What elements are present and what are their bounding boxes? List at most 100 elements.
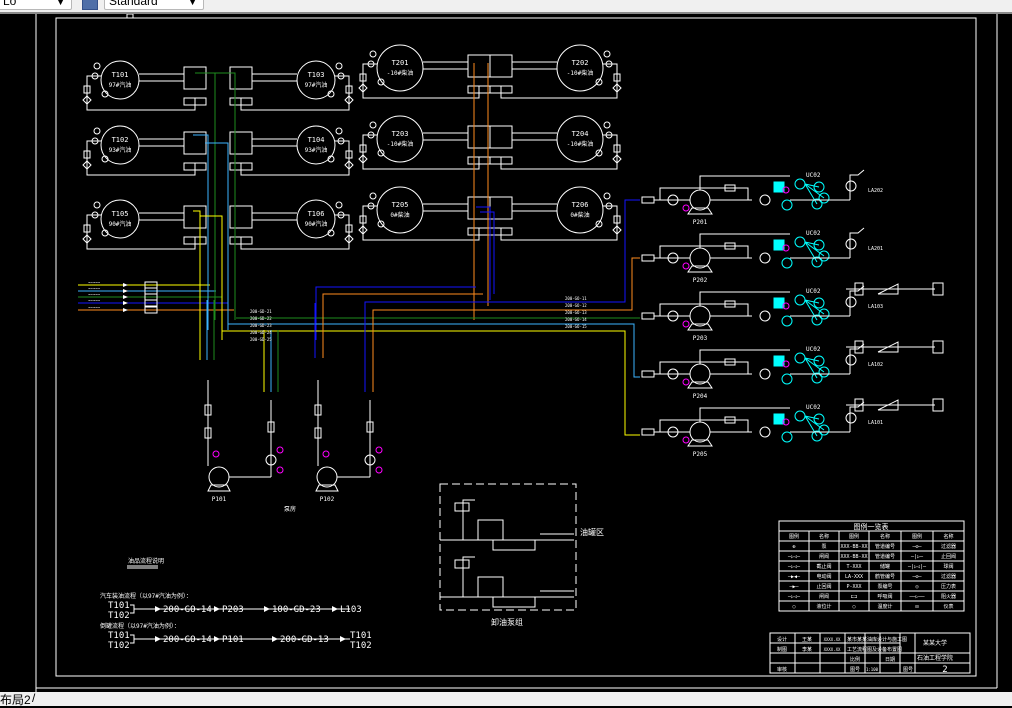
legend-cell: 电动阀 <box>816 573 831 580</box>
flow-controller-icon <box>794 410 806 422</box>
flow-meter-icon <box>773 413 785 425</box>
loading-arm-icon <box>845 354 857 366</box>
sheet-number: 2 <box>942 665 947 675</box>
valve-manifold <box>229 131 253 155</box>
pump-base-icon <box>687 381 713 389</box>
drawing-frame <box>55 17 977 677</box>
flow-controller-icon <box>794 352 806 364</box>
flow-arrow-icon <box>340 636 346 642</box>
text-style-icon[interactable] <box>82 0 98 10</box>
pressure-gauge-icon <box>782 244 790 252</box>
flow-arrow-icon <box>214 606 220 612</box>
legend-cell: T-XXX <box>846 564 861 570</box>
loading-arm-tag: LA102 <box>868 362 883 368</box>
legend-cell: 球阀 <box>943 563 953 570</box>
riser-93b <box>205 142 229 330</box>
tank-product: 90#汽油 <box>305 220 328 228</box>
line-number-label: 200-GD-24 <box>250 330 272 335</box>
flow-description: 油品流程说明汽车装油流程（以97#汽油为例）：T101T102200-GO-14… <box>100 557 372 651</box>
pressure-gauge-icon <box>682 204 690 212</box>
instrument-tag: UC02 <box>806 230 821 237</box>
bracket <box>130 604 135 614</box>
legend-header: 图例 <box>849 533 859 540</box>
legend-cell: 储罐 <box>880 563 890 570</box>
drain-valve-icon <box>82 234 92 244</box>
layer-dropdown[interactable]: Lo ▼ <box>0 0 72 10</box>
check-label: 审核 <box>777 666 787 673</box>
scale-value: 1:100 <box>866 667 879 672</box>
drain-valve-icon <box>344 95 354 105</box>
pump-id: P204 <box>693 393 708 400</box>
instrument-tag: UC02 <box>806 346 821 353</box>
designer-name: 王某 <box>802 637 812 643</box>
pump-id: P202 <box>693 277 708 284</box>
tank-id: T204 <box>572 130 589 138</box>
layer-dropdown-value: Lo <box>3 0 17 8</box>
instrument-bubble <box>335 127 343 135</box>
pump-base-icon <box>687 323 713 331</box>
instrument-tag: UC02 <box>806 288 821 295</box>
flow-controller-icon <box>794 236 806 248</box>
layout-tab[interactable]: 布局2 <box>0 693 31 707</box>
control-valve-icon <box>781 257 793 269</box>
heater-coil <box>183 162 207 171</box>
heater-coil <box>229 97 253 106</box>
drain-valve-icon <box>344 234 354 244</box>
instrument-bubble <box>818 308 830 320</box>
grip-handle[interactable] <box>126 13 134 19</box>
flow-1-step: 100-GD-23 <box>272 605 321 615</box>
instrument-bubble <box>811 256 823 268</box>
signal-line <box>804 241 820 246</box>
level-gauge <box>613 144 621 153</box>
pump-base-icon <box>687 207 713 215</box>
inlet-valve-icon <box>641 254 655 262</box>
recirc-line <box>699 407 790 422</box>
inlet-valve-icon <box>641 370 655 378</box>
drain-loop <box>240 214 350 250</box>
line-number-label: 200-GO-11 <box>565 296 587 301</box>
signal-line <box>804 241 825 257</box>
instrument-bubble <box>811 198 823 210</box>
heater-coil <box>183 236 207 245</box>
instrument-bubble <box>369 50 377 58</box>
recirc-line <box>699 291 790 306</box>
flow-meter-icon <box>773 181 785 193</box>
pump-id: P205 <box>693 451 708 458</box>
flow-2-title: 倒罐流程（以97#汽油为例）： <box>100 622 180 630</box>
vapor-tank-icon <box>932 340 944 354</box>
line-number-label: 200-GO-14 <box>565 317 587 322</box>
gate-valve-icon <box>366 421 374 433</box>
signal-line <box>804 415 825 431</box>
text-style-dropdown[interactable]: Standard ▼ <box>104 0 204 10</box>
signal-line <box>804 183 818 205</box>
filter-icon <box>759 194 771 206</box>
drain-loop <box>500 205 618 241</box>
pump-id: P203 <box>693 335 708 342</box>
line-number-label: 200-GD-23 <box>250 323 272 328</box>
pressure-gauge-icon <box>682 262 690 270</box>
flow-arrow-icon <box>123 289 128 293</box>
pipe-group: ~~~~~~~~~~~~~~~~~~~~~~~~~200-GO-11200-GO… <box>78 63 640 436</box>
instrument-bubble <box>603 50 611 58</box>
valve-manifold <box>183 66 207 90</box>
filter-icon <box>759 252 771 264</box>
loading-arm-tag: LA202 <box>868 188 883 194</box>
unloading-area-boundary <box>439 483 577 611</box>
riser-0a <box>476 206 491 300</box>
instrument-bubble <box>327 90 335 98</box>
level-gauge <box>359 144 367 153</box>
instrument-bubble <box>335 201 343 209</box>
unloading-loop <box>492 540 536 551</box>
inlet-label: ~~~~~ <box>88 286 101 291</box>
riser-90 <box>205 72 216 320</box>
line-number-label: 200-GO-13 <box>565 310 587 315</box>
recirc-line <box>699 349 790 364</box>
legend-title: 图例一览表 <box>854 522 889 531</box>
instrument-bubble <box>813 355 825 367</box>
pump-id: P101 <box>212 496 227 503</box>
